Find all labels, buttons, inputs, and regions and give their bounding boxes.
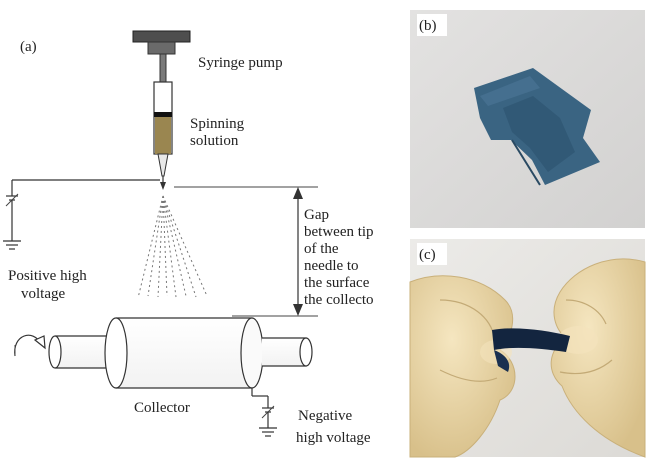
spinning-solution-fill — [155, 117, 171, 154]
spinning-solution-label: Spinning solution — [190, 116, 248, 149]
collector-label: Collector — [134, 400, 190, 416]
nanofiber-mat — [474, 68, 600, 186]
photo-panel-c: (c) — [409, 239, 646, 458]
panel-c-label-bg — [417, 243, 447, 265]
rotation-arrow-icon — [14, 334, 46, 357]
gap-label: Gap between tip of the needle to the sur… — [304, 207, 377, 308]
syringe — [153, 81, 173, 190]
negative-voltage-label: Negative high voltage — [296, 408, 371, 446]
gloved-hands — [409, 258, 646, 458]
syringe-pump-label: Syringe pump — [198, 55, 283, 71]
panel-c-label: (c) — [419, 247, 436, 263]
photo-panel-b: (b) — [410, 10, 645, 228]
schematic-panel-a: (a) Syringe pump Spinning solution — [3, 30, 377, 446]
panel-b-label: (b) — [419, 18, 437, 34]
folded-mat-strip — [492, 328, 570, 372]
panel-b-label-bg — [417, 14, 447, 36]
panel-a-label: (a) — [20, 39, 37, 55]
syringe-pump — [132, 30, 191, 83]
positive-voltage-label: Positive high voltage — [8, 268, 91, 302]
gap-dimension — [174, 186, 318, 317]
collector-drum — [48, 317, 313, 389]
spray-jets — [137, 195, 208, 299]
negative-voltage-circuit — [251, 388, 277, 437]
positive-voltage-circuit — [3, 179, 160, 250]
